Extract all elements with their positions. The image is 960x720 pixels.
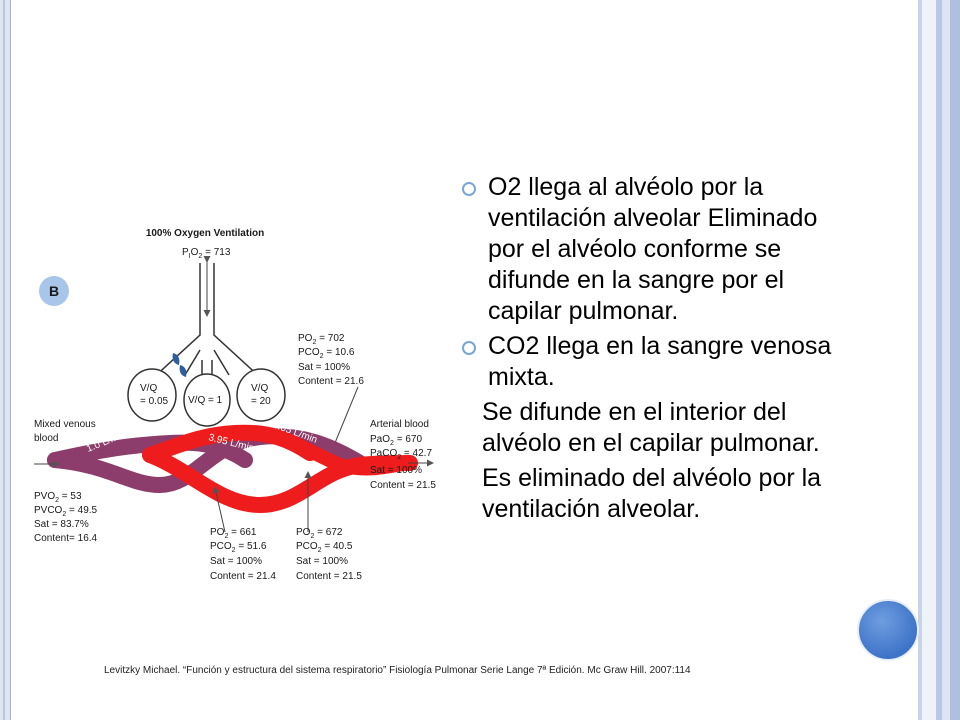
obstruction-icon	[179, 365, 187, 377]
svg-text:Sat = 100%: Sat = 100%	[210, 556, 262, 567]
ventilation-perfusion-diagram: B 100% Oxygen Ventilation PIO2 = 713 V/Q…	[30, 215, 444, 600]
diagram-title: 100% Oxygen Ventilation	[146, 228, 264, 239]
svg-text:Content = 21.5: Content = 21.5	[296, 571, 362, 582]
vq-mid-line1: V/Q = 1	[188, 395, 223, 406]
decorative-circle	[857, 599, 919, 661]
low-vq-pointer	[212, 486, 226, 533]
obstruction-icon	[172, 353, 180, 365]
svg-text:Sat = 100%: Sat = 100%	[370, 465, 422, 476]
svg-text:Content = 21.5: Content = 21.5	[370, 480, 436, 491]
svg-text:Arterial blood: Arterial blood	[370, 419, 429, 430]
bullet-marker-icon	[462, 341, 476, 355]
alveolus-mid-vq	[183, 373, 231, 427]
svg-text:PO2 = 702: PO2 = 702	[298, 333, 345, 346]
capillary-vessels	[47, 424, 418, 514]
bullet-list: O2 llega al alvéolo por la ventilación a…	[462, 172, 842, 529]
arterial-vessel	[253, 426, 417, 476]
mid-vq-values: PO2 = 672 PCO2 = 40.5 Sat = 100% Content…	[296, 527, 362, 582]
low-vq-values: PO2 = 661 PCO2 = 51.6 Sat = 100% Content…	[210, 527, 276, 582]
svg-text:PVCO2 = 49.5: PVCO2 = 49.5	[34, 505, 98, 518]
slide-frame-right	[918, 0, 960, 720]
vq-high-line1: V/Q	[251, 383, 268, 394]
svg-text:PaCO2 = 42.7: PaCO2 = 42.7	[370, 448, 432, 461]
bullet-item: Se difunde en el interior del alvéolo en…	[482, 398, 820, 457]
mixed-venous-line2: blood	[34, 433, 58, 444]
panel-label-badge	[39, 276, 69, 306]
svg-text:PO2 = 661: PO2 = 661	[210, 527, 257, 540]
vq-low-line2: = 0.05	[140, 396, 169, 407]
svg-text:Content = 21.4: Content = 21.4	[210, 571, 276, 582]
venous-values: PVO2 = 53 PVCO2 = 49.5 Sat = 83.7% Conte…	[34, 491, 98, 544]
svg-text:Sat = 100%: Sat = 100%	[296, 556, 348, 567]
bullet-item: Es eliminado del alvéolo por la ventilac…	[482, 464, 822, 523]
svg-text:PCO2 = 40.5: PCO2 = 40.5	[296, 541, 353, 554]
inspired-po2-label: PIO2 = 713	[182, 247, 231, 260]
mixed-venous-line1: Mixed venous	[34, 419, 96, 430]
bullet-item: O2 llega al alvéolo por la ventilación a…	[462, 172, 842, 327]
panel-label: B	[49, 283, 59, 299]
svg-text:Sat = 100%: Sat = 100%	[298, 362, 350, 373]
slide-frame-left	[0, 0, 11, 720]
vq-low-line1: V/Q	[140, 383, 157, 394]
svg-text:PaO2 = 670: PaO2 = 670	[370, 434, 422, 447]
svg-text:Sat = 83.7%: Sat = 83.7%	[34, 519, 89, 530]
svg-text:PVO2 = 53: PVO2 = 53	[34, 491, 82, 504]
arterial-values: Arterial blood PaO2 = 670 PaCO2 = 42.7 S…	[370, 419, 436, 491]
alveolus-low-vq	[127, 368, 177, 422]
alveolus-high-vq	[236, 368, 286, 422]
svg-text:PCO2 = 10.6: PCO2 = 10.6	[298, 347, 355, 360]
venous-vessel	[47, 428, 368, 494]
svg-text:PCO2 = 51.6: PCO2 = 51.6	[210, 541, 267, 554]
bullet-item: CO2 llega en la sangre venosa mixta.	[462, 331, 842, 393]
high-vq-values: PO2 = 702 PCO2 = 10.6 Sat = 100% Content…	[298, 333, 364, 387]
svg-text:PO2 = 672: PO2 = 672	[296, 527, 343, 540]
svg-text:Content= 16.4: Content= 16.4	[34, 533, 98, 544]
svg-text:Content = 21.6: Content = 21.6	[298, 376, 364, 387]
diagram-svg: B 100% Oxygen Ventilation PIO2 = 713 V/Q…	[34, 228, 436, 582]
vq-high-line2: = 20	[251, 396, 271, 407]
citation: Levitzky Michael. “Función y estructura …	[104, 665, 691, 676]
bullet-marker-icon	[462, 182, 476, 196]
